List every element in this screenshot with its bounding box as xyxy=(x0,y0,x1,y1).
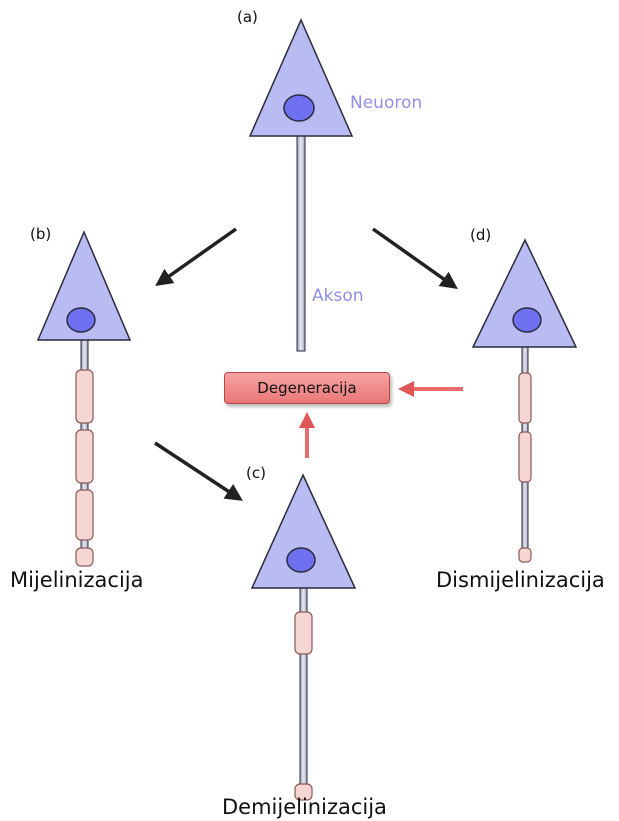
arrow-to-d xyxy=(371,227,458,290)
myelin-segment xyxy=(294,783,313,801)
soma-c xyxy=(250,473,357,589)
neuron-label: Neuoron xyxy=(350,93,423,113)
myelin-segment xyxy=(294,611,313,655)
myelin-segment xyxy=(75,547,94,567)
arrow-red-up xyxy=(299,412,315,458)
nucleus-b xyxy=(66,307,96,333)
nucleus-d xyxy=(512,307,542,333)
arrow-to-b xyxy=(155,227,238,287)
soma-b xyxy=(36,230,132,341)
degeneracija-box: Degeneracija xyxy=(224,372,390,404)
panel-letter-c: (c) xyxy=(246,464,266,482)
myelin-segment xyxy=(518,547,532,563)
myelin-segment xyxy=(518,431,532,483)
myelin-segment xyxy=(75,429,94,484)
arrow-to-c xyxy=(154,441,243,501)
neuron-d xyxy=(471,238,578,563)
axon-a xyxy=(296,135,306,352)
neuron-a xyxy=(248,18,354,352)
caption-demijelinizacija: Demijelinizacija xyxy=(222,795,387,819)
soma-d xyxy=(471,238,578,348)
arrow-red-left xyxy=(398,381,463,397)
degeneracija-label: Degeneracija xyxy=(257,379,357,397)
myelin-segment xyxy=(75,369,94,424)
neuron-c xyxy=(250,473,357,801)
caption-mijelinizacija: Mijelinizacija xyxy=(10,568,144,592)
nucleus-c xyxy=(286,547,316,573)
nucleus-a xyxy=(283,94,315,122)
panel-letter-b: (b) xyxy=(30,225,52,243)
soma-a xyxy=(248,18,354,137)
panel-letter-d: (d) xyxy=(470,226,492,244)
caption-dismijelinizacija: Dismijelinizacija xyxy=(436,568,605,592)
panel-letter-a: (a) xyxy=(237,8,258,26)
axon-label: Akson xyxy=(312,286,364,306)
myelin-segment xyxy=(518,372,532,424)
myelin-segment xyxy=(75,489,94,541)
neuron-b xyxy=(36,230,132,567)
